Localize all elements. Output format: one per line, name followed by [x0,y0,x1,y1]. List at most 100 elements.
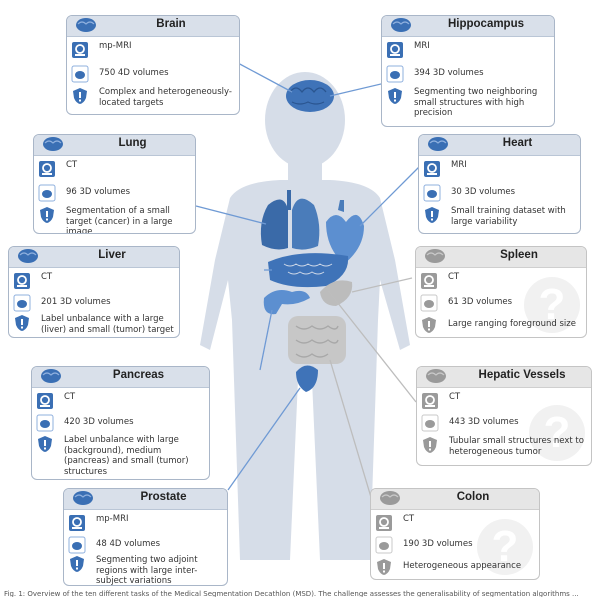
volumes-text: 48 4D volumes [96,539,161,549]
shield-exclamation-icon [13,314,31,332]
volumes-text: 420 3D volumes [64,417,134,427]
organ-volume-icon [71,65,89,83]
modality-text: MRI [414,41,430,51]
organ-liver [268,253,349,288]
organ-volume-icon [375,536,393,554]
shield-exclamation-icon [38,206,56,224]
modality-text: CT [64,392,76,402]
card-title: Hippocampus [447,18,525,30]
modality-text: mp-MRI [99,41,132,51]
card-title: Spleen [500,249,538,261]
shield-exclamation-icon [36,435,54,453]
modality-text: CT [449,392,461,402]
task-card-heart: Heart MRI 30 3D volumes Small training d… [418,134,581,234]
figure-caption: Fig. 1: Overview of the ten different ta… [4,590,579,597]
shield-exclamation-icon [386,87,404,105]
modality-text: MRI [451,160,467,170]
task-card-colon: Colon ? CT 190 3D volumes Heterogeneous … [370,488,540,580]
prostate-icon [70,489,96,509]
volumes-text: 30 3D volumes [451,187,516,197]
organ-volume-icon [36,414,54,432]
modality-text: CT [66,160,78,170]
unknown-question-mark: ? [524,277,580,333]
challenge-text: Label unbalance with a large (liver) and… [41,314,174,335]
scanner-icon [13,272,31,290]
task-card-spleen: Spleen ? CT 61 3D volumes Large ranging … [415,246,587,338]
shield-exclamation-icon [420,316,438,334]
challenge-text: Complex and heterogeneously-located targ… [99,87,232,108]
card-title: Hepatic Vessels [478,369,566,381]
volumes-text: 750 4D volumes [99,68,169,78]
volumes-text: 201 3D volumes [41,297,111,307]
task-card-prostate: Prostate mp-MRI 48 4D volumes Segmenting… [63,488,228,586]
volumes-text: 190 3D volumes [403,539,473,549]
shield-exclamation-icon [421,436,439,454]
organ-brain [286,80,334,112]
challenge-text: Heterogeneous appearance [403,561,522,571]
card-title: Brain [156,18,186,30]
organ-colon [288,316,346,364]
colon-icon [377,489,403,509]
unknown-question-mark: ? [477,519,533,575]
scanner-icon [71,41,89,59]
unknown-question-mark: ? [529,405,585,461]
task-card-pancreas: Pancreas CT 420 3D volumes Label unbalan… [31,366,210,480]
task-card-hippocampus: Hippocampus MRI 394 3D volumes Segmentin… [381,15,555,127]
challenge-text: Segmenting two adjoint regions with larg… [96,555,198,586]
scanner-icon [38,160,56,178]
scanner-icon [420,272,438,290]
challenge-text: Segmentation of a small target (cancer) … [66,206,173,234]
shield-exclamation-icon [423,206,441,224]
shield-exclamation-icon [71,87,89,105]
modality-text: CT [448,272,460,282]
challenge-text: Large ranging foreground size [448,319,576,329]
task-card-hepatic-vessels: Hepatic Vessels ? CT 443 3D volumes Tubu… [416,366,592,466]
card-title: Pancreas [112,369,165,381]
shield-exclamation-icon [68,555,86,573]
organ-volume-icon [386,65,404,83]
hippocampus-icon [388,16,414,36]
pancreas-icon [38,367,64,387]
organ-spleen [320,280,353,306]
organ-volume-icon [68,536,86,554]
organ-pancreas [263,290,310,315]
organ-volume-icon [423,184,441,202]
hepatic-vessels-icon [423,367,449,387]
heart-icon [425,135,451,155]
challenge-text: Label unbalance with large (background),… [64,435,189,477]
scanner-icon [421,392,439,410]
organ-volume-icon [13,294,31,312]
modality-text: CT [41,272,53,282]
card-title: Liver [98,249,126,261]
connector-lines [195,61,421,515]
card-title: Heart [502,137,533,149]
challenge-text: Segmenting two neighboring small structu… [414,87,538,118]
task-card-brain: Brain mp-MRI 750 4D volumes Complex and … [66,15,240,115]
brain-icon [73,16,99,36]
organ-lungs [260,190,320,250]
task-card-liver: Liver CT 201 3D volumes Label unbalance … [8,246,180,338]
volumes-text: 96 3D volumes [66,187,131,197]
scanner-icon [68,514,86,532]
challenge-text: Tubular small structures next to heterog… [449,436,584,457]
card-title: Colon [456,491,490,503]
organ-volume-icon [420,294,438,312]
liver-icon [15,247,41,267]
organ-heart [326,200,364,264]
scanner-icon [386,41,404,59]
modality-text: CT [403,514,415,524]
volumes-text: 443 3D volumes [449,417,519,427]
scanner-icon [423,160,441,178]
volumes-text: 394 3D volumes [414,68,484,78]
scanner-icon [375,514,393,532]
volumes-text: 61 3D volumes [448,297,513,307]
task-card-lung: Lung CT 96 3D volumes Segmentation of a … [33,134,196,234]
modality-text: mp-MRI [96,514,129,524]
challenge-text: Small training dataset with large variab… [451,206,566,227]
shield-exclamation-icon [375,558,393,576]
scanner-icon [36,392,54,410]
spleen-icon [422,247,448,267]
organ-volume-icon [38,184,56,202]
card-title: Lung [118,137,147,149]
